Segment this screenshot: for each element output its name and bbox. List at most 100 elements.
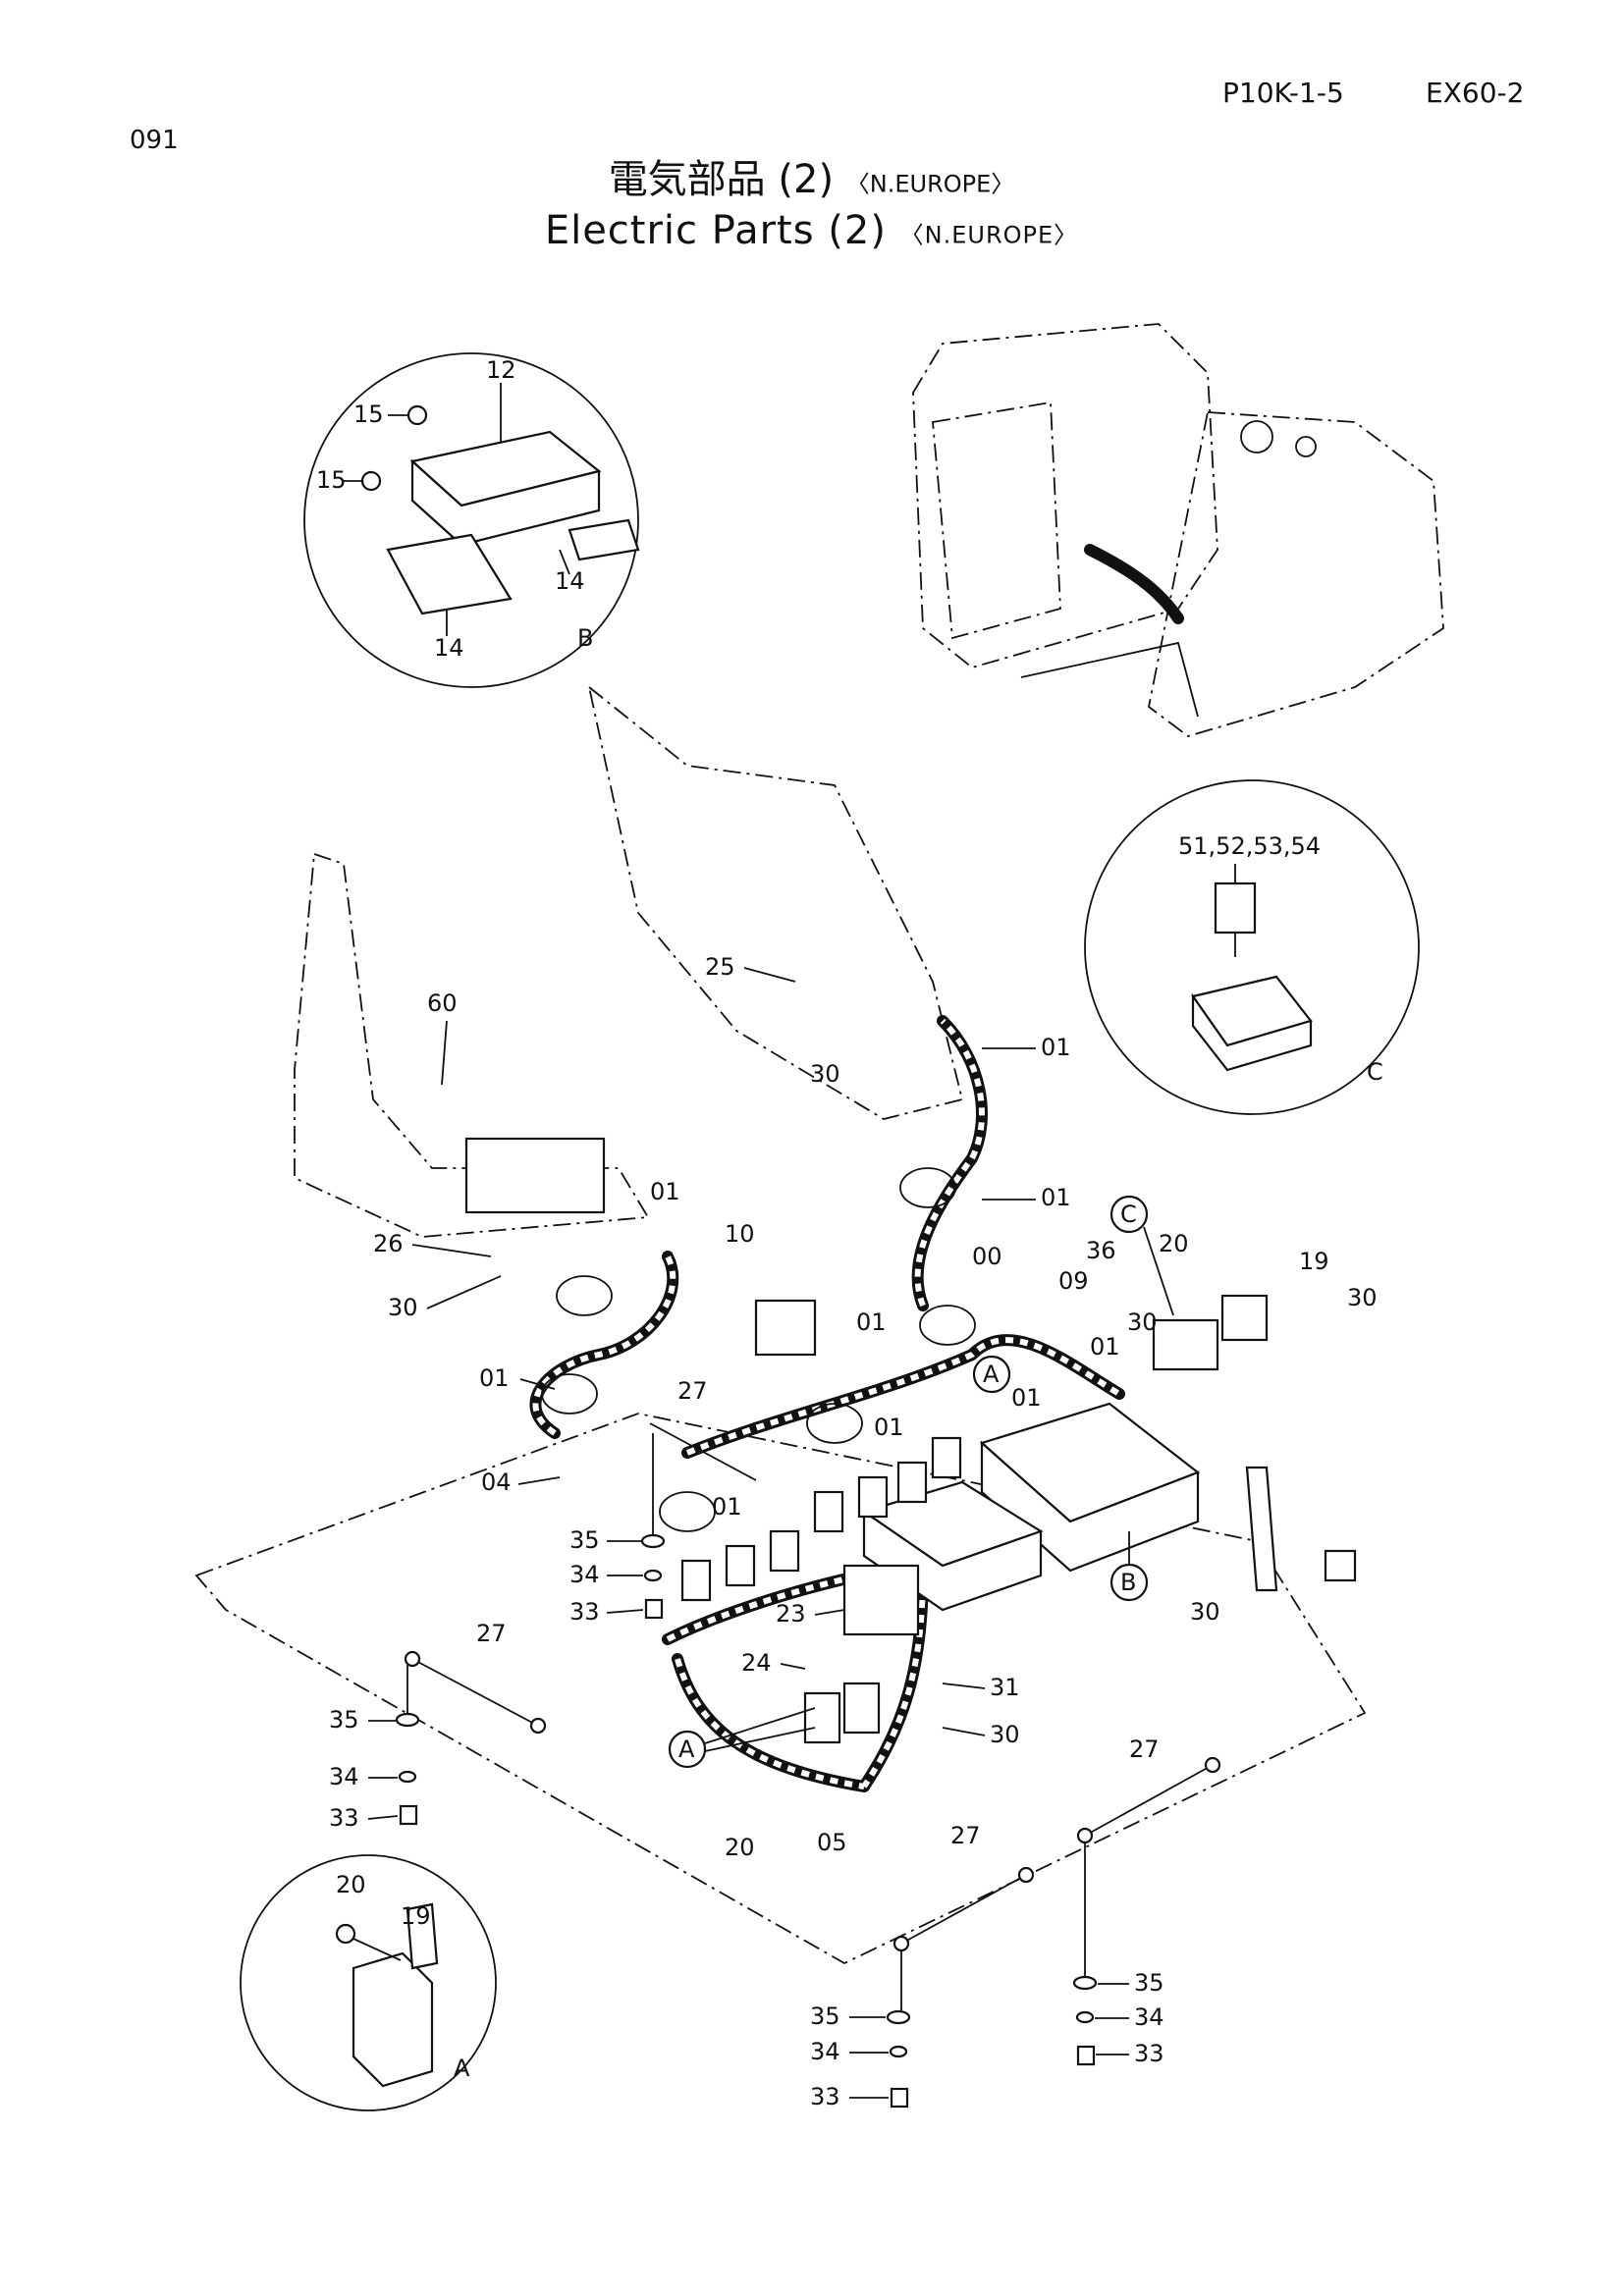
connector-row [680, 1436, 962, 1602]
part-label-34-upper: 34 [569, 1561, 600, 1588]
lockwasher-34-right [1075, 2010, 1095, 2024]
lockwasher-34-upper [643, 1569, 663, 1582]
part-label-01-top-right: 01 [1041, 1034, 1071, 1061]
part-label-30-top: 30 [810, 1060, 840, 1088]
part-label-10: 10 [725, 1220, 755, 1248]
part-label-04: 04 [481, 1468, 512, 1496]
inset-a-circle [240, 1854, 497, 2111]
inset-b-label-1: 12 [486, 356, 516, 384]
cab-door [932, 400, 1061, 640]
controller-unit-side [410, 458, 601, 547]
machine-overview [912, 323, 1444, 737]
part-label-34-left: 34 [329, 1763, 359, 1790]
callout-letter-a-lower: A [678, 1735, 695, 1763]
clamp-01-b [541, 1373, 598, 1415]
bracket-lower [386, 533, 513, 615]
part-label-20-right: 20 [1159, 1230, 1189, 1257]
part-label-34-center: 34 [810, 2038, 840, 2065]
inset-a-label-1: 20 [336, 1871, 366, 1898]
callout-letter-a-upper: A [983, 1361, 1000, 1388]
bolt-20-inset [335, 1923, 356, 1945]
part-label-30-center: 30 [1127, 1308, 1158, 1336]
part-label-25: 25 [705, 953, 735, 981]
inset-a: 20 19 A [240, 1854, 497, 2111]
title-japanese-text: 電気部品 (2) [608, 157, 835, 202]
part-label-31: 31 [990, 1674, 1020, 1701]
part-label-01-center-low: 01 [874, 1414, 904, 1441]
bolt-33-left [399, 1804, 418, 1826]
part-label-00: 00 [972, 1243, 1002, 1270]
model-code: EX60-2 [1426, 77, 1525, 109]
connector-a-2 [842, 1682, 881, 1735]
part-label-19: 19 [1299, 1248, 1329, 1275]
right-console [587, 684, 964, 1120]
inset-b-label-2: 15 [353, 400, 384, 428]
inset-b-label-5: 14 [434, 634, 464, 662]
wire-harness [529, 1015, 1125, 1792]
bolt-33-right [1076, 2045, 1096, 2066]
clamp-01-c [919, 1305, 976, 1346]
part-label-01-left: 01 [479, 1364, 510, 1392]
washer-35-upper [640, 1533, 666, 1549]
strap-27-right [1084, 1764, 1214, 1837]
counterweight [1148, 411, 1444, 737]
bolt-15-upper [406, 404, 428, 426]
part-label-30-lower: 30 [990, 1721, 1020, 1748]
clamp-01-f [659, 1491, 716, 1532]
callout-letter-b: B [1120, 1569, 1136, 1596]
part-label-27-upper: 27 [677, 1377, 708, 1405]
washer-35-right [1072, 1975, 1098, 1991]
bracket-right [568, 518, 640, 561]
part-label-30-right: 30 [1347, 1284, 1378, 1311]
region-tag-jp: 〈N.EUROPE〉 [845, 170, 1015, 198]
part-label-01-mid-right: 01 [1041, 1184, 1071, 1211]
title-japanese: 電気部品 (2) 〈N.EUROPE〉 [0, 147, 1623, 204]
page-number: 091 [130, 126, 179, 155]
inset-b-letter: B [577, 624, 593, 652]
part-label-01-center: 01 [856, 1308, 887, 1336]
inset-b-label-3: 15 [316, 466, 347, 494]
part-numbers: 60 26 30 01 01 01 04 25 30 01 01 10 27 0… [329, 953, 1378, 2110]
part-label-01-lower: 01 [712, 1493, 742, 1521]
part-label-01-right-2: 01 [1090, 1333, 1120, 1361]
part-label-33-right: 33 [1134, 2040, 1164, 2067]
clamp-01-e [806, 1403, 863, 1444]
washer-35-left [395, 1712, 420, 1728]
clamp-01-d [899, 1167, 956, 1208]
ground-hardware [395, 1422, 1221, 2109]
bolt-33-upper [644, 1598, 664, 1620]
part-label-33-center: 33 [810, 2083, 840, 2110]
part-label-60: 60 [427, 989, 458, 1017]
part-label-23: 23 [776, 1600, 806, 1628]
console-box [464, 1137, 606, 1214]
inset-c-label: 51,52,53,54 [1178, 832, 1321, 860]
relay-19-inset [352, 1951, 434, 2088]
part-label-20-lower: 20 [725, 1834, 755, 1861]
document-code: P10K-1-5 [1222, 77, 1344, 109]
strap-27-center [900, 1874, 1027, 1945]
part-label-30-left: 30 [388, 1294, 418, 1321]
part-label-35-center: 35 [810, 2002, 840, 2030]
part-label-30-far-right: 30 [1190, 1598, 1220, 1626]
connector-a [803, 1691, 841, 1744]
relay-10 [754, 1299, 817, 1357]
title-english: Electric Parts (2) 〈N.EUROPE〉 [0, 208, 1623, 253]
clamp-01-a [556, 1275, 613, 1316]
strap-27-upper [649, 1422, 757, 1481]
part-label-26: 26 [373, 1230, 404, 1257]
controllers [680, 1294, 1357, 1744]
callout-letters: A A B C [668, 1195, 1174, 1769]
part-label-05: 05 [817, 1829, 847, 1856]
inset-c-letter: C [1367, 1058, 1383, 1086]
fuse-box-c [1152, 1318, 1219, 1371]
fuse-box-side [1191, 992, 1313, 1072]
inset-a-letter: A [454, 2055, 470, 2082]
part-label-35-right: 35 [1134, 1969, 1164, 1997]
relay-23 [842, 1564, 920, 1636]
lockwasher-34-center [889, 2045, 908, 2058]
lockwasher-34-left [398, 1770, 417, 1784]
inset-c-circle [1084, 779, 1420, 1115]
cab-outline [912, 323, 1218, 668]
part-label-09: 09 [1058, 1267, 1089, 1295]
washer-35-center [886, 2009, 911, 2025]
